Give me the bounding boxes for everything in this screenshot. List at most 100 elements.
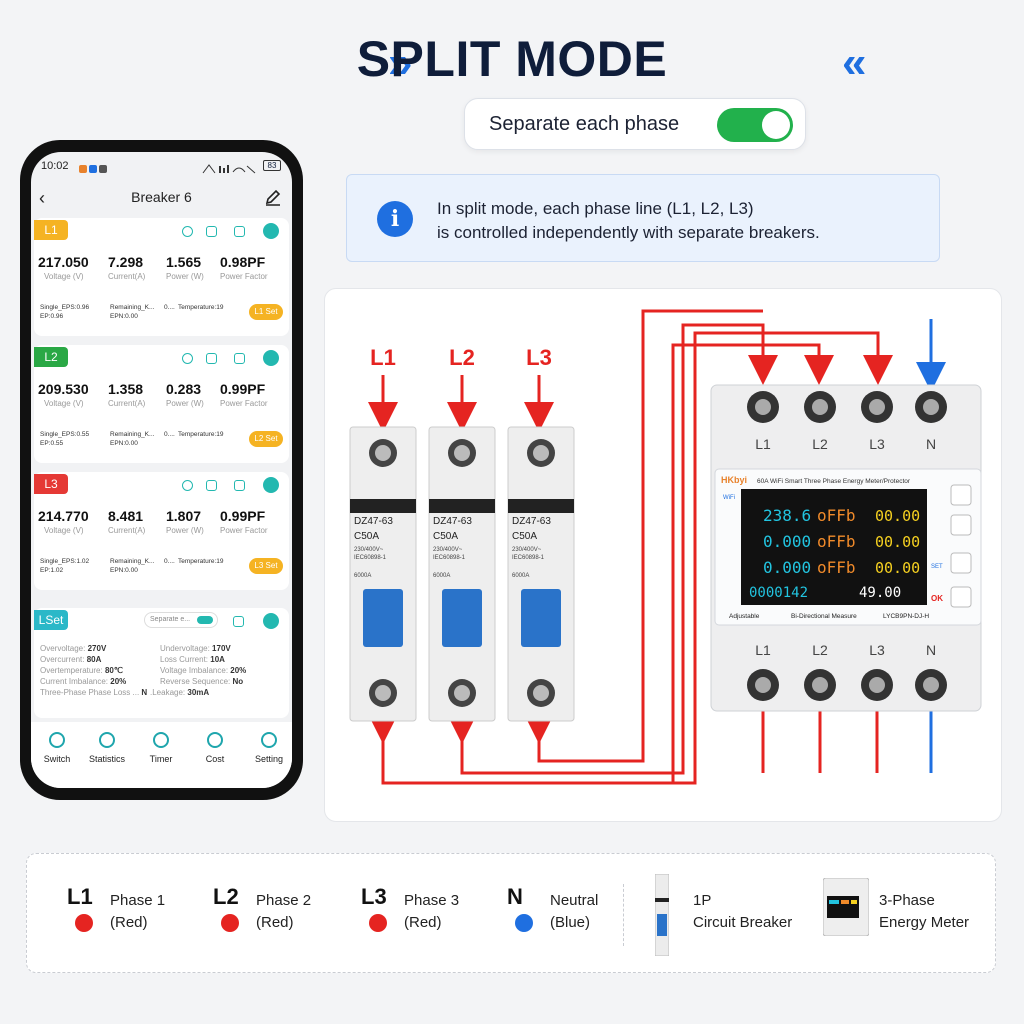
db-icon[interactable] [206, 226, 217, 237]
chevron-left-icon: « [842, 38, 867, 87]
toggle-label: Separate each phase [489, 113, 680, 135]
phase-set-button[interactable]: L1 Set [249, 304, 283, 320]
setting-value: No [232, 677, 244, 686]
timer-icon[interactable] [182, 480, 193, 491]
lset-setting: Overvoltage: 270V [40, 644, 106, 653]
setting-key: Loss Current: [160, 655, 209, 664]
tab-cost[interactable]: Cost [189, 732, 241, 764]
power-unit: Power (W) [166, 272, 204, 281]
wire-l1 [460, 323, 778, 775]
circuit-breaker-3: DZ47-63 C50A 230/400V~ IEC60898-1 6000A [507, 426, 575, 722]
voltage-value: 214.770 [38, 508, 89, 524]
dots-text: 0.... [164, 431, 175, 438]
list-icon[interactable] [234, 353, 245, 364]
gear-icon [261, 732, 277, 748]
input-label-l3: L3 [526, 345, 552, 370]
meter-ok-button[interactable] [950, 586, 972, 608]
temperature-text: Temperature:19 [178, 558, 224, 565]
list-icon[interactable] [234, 226, 245, 237]
info-banner: i In split mode, each phase line (L1, L2… [346, 174, 940, 262]
meter-settings-button[interactable] [950, 484, 972, 506]
breaker-cap: 6000A [354, 573, 371, 579]
pf-unit: Power Factor [220, 526, 268, 535]
setting-key: Overvoltage: [40, 644, 86, 653]
db-icon[interactable] [206, 480, 217, 491]
power-toggle-icon[interactable] [263, 223, 279, 239]
meter-kwh: 0000142 [749, 585, 808, 601]
wire-l2b [381, 331, 893, 785]
phase-set-button[interactable]: L2 Set [249, 431, 283, 447]
back-arrow-icon[interactable]: ‹ [39, 188, 45, 208]
list-icon[interactable] [233, 616, 244, 627]
refresh-icon[interactable] [263, 613, 279, 629]
meter-up-button[interactable] [950, 514, 972, 536]
tab-label: Cost [205, 754, 225, 764]
tab-label: Timer [149, 754, 173, 764]
meter-readout-l2: 0.000 [763, 532, 811, 551]
eps-text: Single_EPS:0.96 [40, 304, 90, 311]
setting-value: N [141, 688, 148, 697]
separate-phase-switch[interactable] [717, 108, 793, 142]
legend-color-dot [515, 914, 533, 932]
power-value: 1.565 [166, 254, 202, 270]
separate-mode-chip[interactable]: Separate e... [144, 612, 218, 628]
lset-setting: Overcurrent: 80A [40, 655, 101, 664]
tab-statistics[interactable]: Statistics [81, 732, 133, 764]
tab-label: Setting [254, 754, 284, 764]
epn-text: EPN:0.00 [110, 440, 138, 447]
legend-color-dot [75, 914, 93, 932]
breaker-thumbnail [654, 873, 670, 957]
lset-setting: Overtemperature: 80℃ [40, 666, 123, 675]
meter-readout-l3: 0.000 [763, 558, 811, 577]
power-factor-value: 0.99PF [220, 508, 266, 524]
setting-key: .Leakage: [150, 688, 186, 697]
setting-key: Voltage Imbalance: [160, 666, 229, 675]
legend-subtitle: (Blue) [550, 914, 591, 931]
breaker-rating: C50A [512, 531, 537, 542]
setting-value: 30mA [187, 688, 210, 697]
setting-value: 20% [110, 677, 127, 686]
setting-value: 270V [87, 644, 107, 653]
db-icon[interactable] [206, 353, 217, 364]
phase-set-button[interactable]: L3 Set [249, 558, 283, 574]
lset-setting: Reverse Sequence: No [160, 677, 243, 686]
voltage-value: 217.050 [38, 254, 89, 270]
info-text: In split mode, each phase line (L1, L2, … [437, 197, 820, 245]
wiring-diagram: L1 L2 L3 DZ47-63 C50A 230/400V~ IEC60898… [324, 288, 1002, 822]
current-unit: Current(A) [108, 399, 146, 408]
timer-icon[interactable] [182, 353, 193, 364]
edit-icon[interactable] [264, 188, 282, 206]
energy-meter: L1 L2 L3 N HKbyi 60A WiFi Smart Three Ph… [710, 384, 982, 712]
list-icon[interactable] [234, 480, 245, 491]
meter-status: oFFb [817, 558, 856, 577]
power-toggle-icon[interactable] [263, 350, 279, 366]
legend-color-dot [369, 914, 387, 932]
terminal-label: L2 [812, 436, 828, 452]
remaining-text: Remaining_K... [110, 431, 155, 438]
power-factor-value: 0.99PF [220, 381, 266, 397]
wiring-svg: L1 L2 L3 DZ47-63 C50A 230/400V~ IEC60898… [349, 309, 982, 785]
lset-setting: Loss Current: 10A [160, 655, 225, 664]
meter-set-button[interactable] [950, 552, 972, 574]
legend-title: Neutral [550, 892, 599, 909]
tab-timer[interactable]: Timer [135, 732, 187, 764]
meter-hz: 49.00 [859, 585, 901, 601]
tab-switch[interactable]: Switch [31, 732, 83, 764]
meter-thumbnail [822, 877, 870, 937]
power-toggle-icon[interactable] [263, 477, 279, 493]
breaker-spec: 230/400V~ [512, 547, 542, 553]
status-icons [79, 161, 113, 173]
timer-icon[interactable] [182, 226, 193, 237]
breaker-spec: 230/400V~ [354, 547, 384, 553]
tab-setting[interactable]: Setting [243, 732, 292, 764]
phase-tag: L1 [34, 220, 68, 240]
separate-chip-label: Separate e... [150, 616, 191, 623]
current-value: 7.298 [108, 254, 144, 270]
dots-text: 0.... [164, 304, 175, 311]
page-title: SPLIT MODE [356, 31, 668, 87]
terminal-label: L1 [755, 642, 771, 658]
clock-icon [153, 732, 169, 748]
